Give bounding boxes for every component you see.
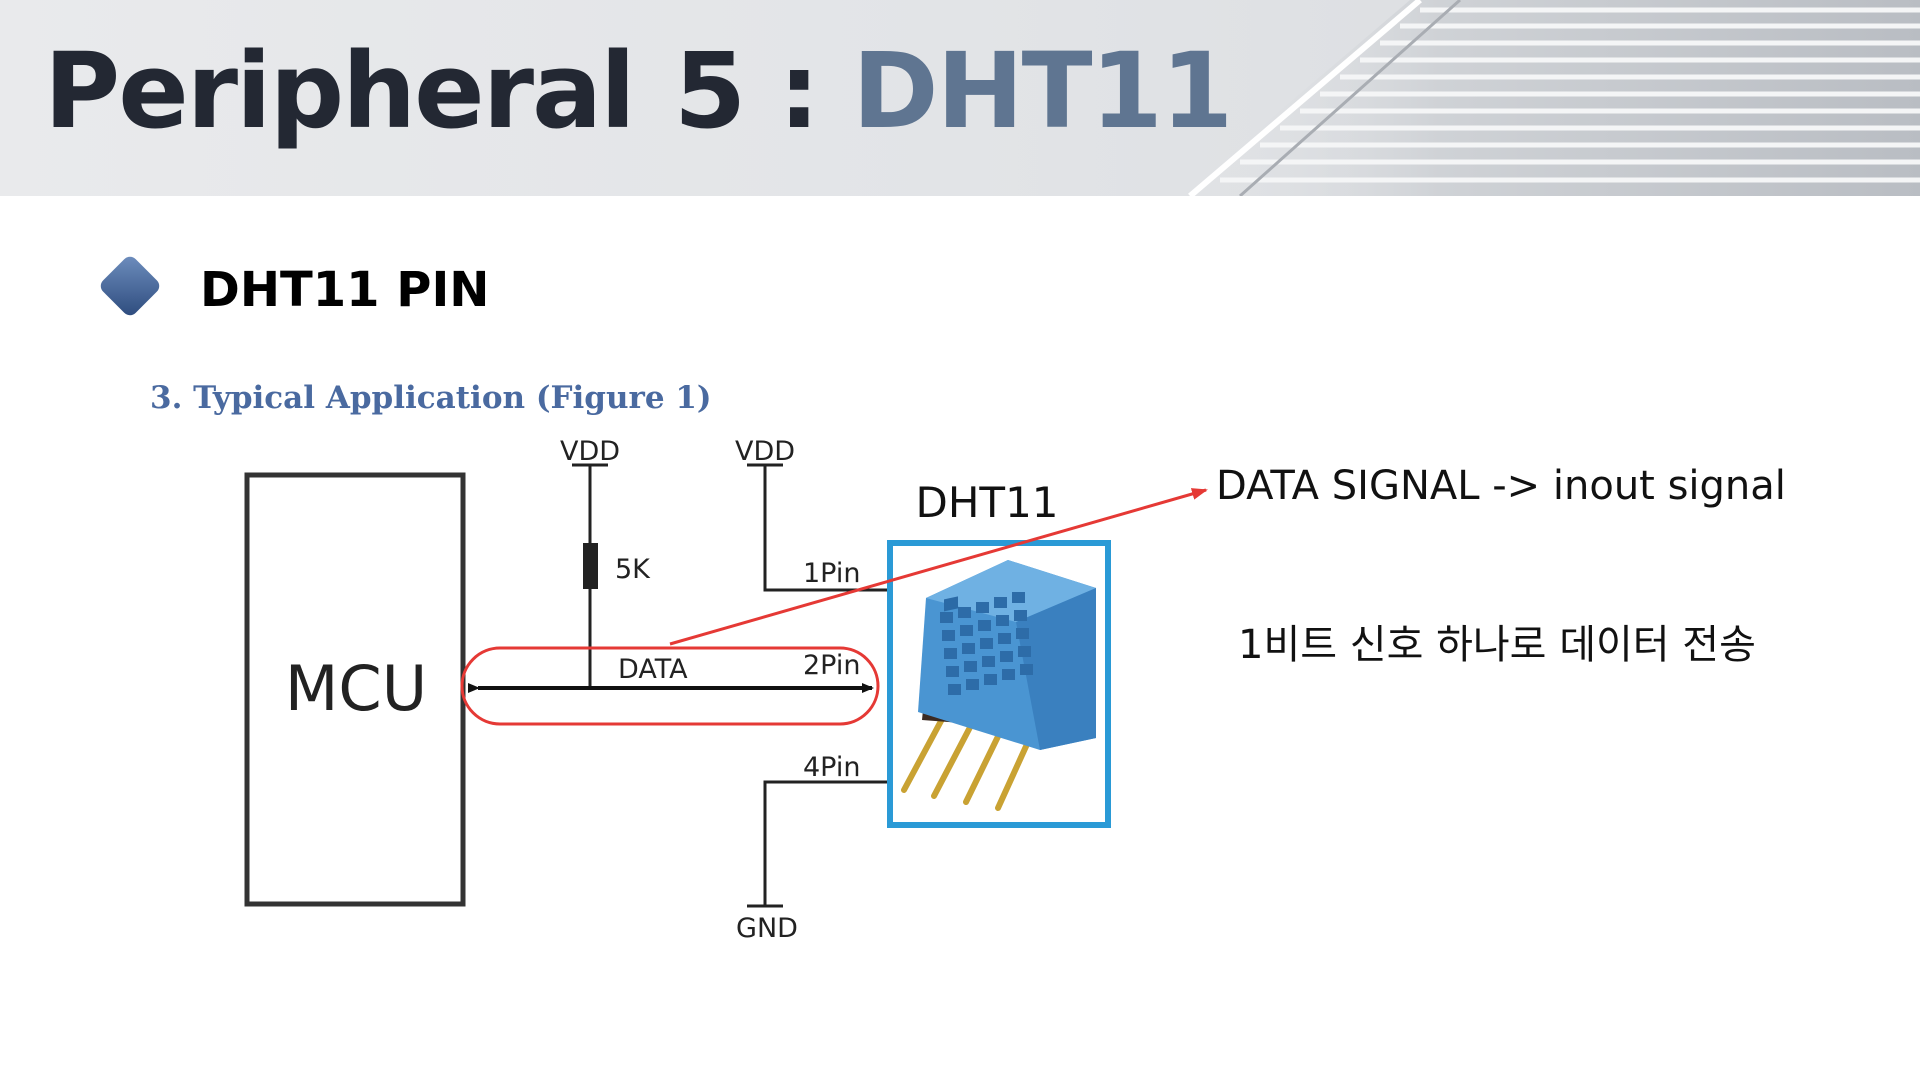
signal-note: DATA SIGNAL -> inout signal xyxy=(1216,463,1786,509)
pin4-label: 4Pin xyxy=(803,752,860,783)
resistor-5k xyxy=(583,543,598,589)
pin1-label: 1Pin xyxy=(803,558,860,589)
gnd-label: GND xyxy=(736,913,798,944)
callout-arrow xyxy=(669,488,1208,646)
resistor-label: 5K xyxy=(615,554,651,585)
pin4-wire xyxy=(763,780,888,905)
figure-caption: 3. Typical Application (Figure 1) xyxy=(150,380,712,416)
sensor-label: DHT11 xyxy=(915,478,1058,527)
section-title: DHT11 PIN xyxy=(200,262,490,318)
data-line-highlight xyxy=(460,646,880,726)
diamond-bullet-icon xyxy=(100,256,160,316)
vdd-right-label: VDD xyxy=(735,436,795,467)
pin1-wire xyxy=(763,465,888,592)
data-label: DATA xyxy=(618,654,688,685)
description-note: 1비트 신호 하나로 데이터 전송 xyxy=(1238,622,1756,668)
title-prefix: Peripheral xyxy=(44,30,636,152)
header-banner: Peripheral 5 : DHT11 xyxy=(0,0,1920,196)
pin2-label: 2Pin xyxy=(803,650,860,681)
mcu-label: MCU xyxy=(285,652,427,725)
title-accent: DHT11 xyxy=(852,30,1233,152)
title-number: 5 : xyxy=(673,30,820,152)
stairs-background-image xyxy=(1180,0,1920,196)
dht11-sensor-image xyxy=(901,560,1096,811)
vdd-left-label: VDD xyxy=(560,436,620,467)
page-title: Peripheral 5 : DHT11 xyxy=(44,30,1233,152)
